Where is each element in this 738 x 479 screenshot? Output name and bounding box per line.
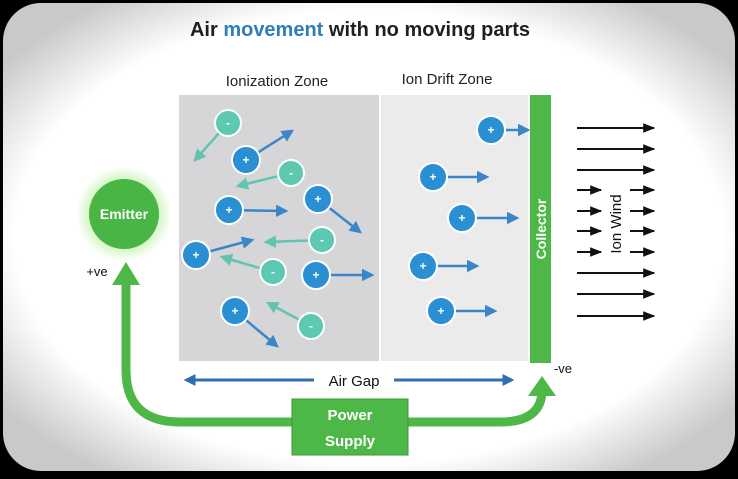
ionization-zone-panel [179, 95, 379, 361]
collector-bar [530, 95, 551, 363]
positive-ion-sign: + [225, 203, 232, 217]
collector-polarity: -ve [554, 361, 572, 376]
wire-arrowhead-collector [528, 376, 556, 396]
emitter-polarity: +ve [86, 264, 107, 279]
positive-ion [408, 251, 438, 281]
positive-ion [301, 260, 331, 290]
negative-ion [259, 258, 287, 286]
positive-ion-sign: + [419, 259, 426, 273]
power-supply-wiring [112, 262, 556, 427]
drift-zone-label: Ion Drift Zone [402, 71, 493, 88]
positive-ion-sign: + [312, 268, 319, 282]
wire-to-emitter [121, 282, 292, 427]
negative-ion-arrow [193, 131, 221, 162]
negative-ion [308, 226, 336, 254]
positive-ion [303, 184, 333, 214]
title-highlight: movement [223, 19, 323, 41]
negative-ion [277, 159, 305, 187]
power-supply-label-line2: Supply [325, 433, 376, 450]
negative-ion-arrow [265, 301, 301, 321]
positive-ion [214, 195, 244, 225]
positive-ion-arrow [209, 236, 255, 253]
positive-ion-sign: + [429, 170, 436, 184]
positive-ion-sign: + [458, 211, 465, 225]
positive-ion-sign: + [437, 304, 444, 318]
positive-ion [447, 203, 477, 233]
positive-ion [220, 296, 250, 326]
emitter-circle [89, 179, 159, 249]
air-gap-label: Air Gap [329, 373, 380, 390]
power-supply-label-line1: Power [327, 407, 372, 424]
diagram-title: Air movement with no moving parts [190, 19, 530, 41]
positive-ion-arrow [328, 206, 362, 234]
positive-ion [476, 115, 506, 145]
positive-ion-sign: + [231, 304, 238, 318]
negative-ion [297, 312, 325, 340]
positive-ion-arrow [242, 204, 289, 218]
negative-ion-arrow [263, 235, 310, 248]
positive-ion [181, 240, 211, 270]
negative-ion-sign: - [226, 116, 230, 130]
air-gap-label-bg [314, 369, 394, 391]
negative-ion-sign: - [271, 265, 275, 279]
ion-wind-arrows [577, 123, 656, 321]
positive-ion-arrow [257, 129, 295, 154]
collector-label: Collector [533, 198, 549, 259]
ion-wind-label: Ion Wind [608, 194, 625, 253]
ionization-zone-label: Ionization Zone [226, 73, 329, 90]
positive-ion-sign: + [192, 248, 199, 262]
positive-ion [426, 296, 456, 326]
negative-ion-arrow [219, 253, 261, 270]
wire-arrowhead-emitter [112, 262, 140, 285]
positive-ion-sign: + [314, 192, 321, 206]
positive-ion-arrow [244, 319, 279, 348]
positive-ion [231, 145, 261, 175]
power-supply-box [291, 398, 409, 456]
emitter-label: Emitter [100, 206, 149, 222]
positive-ion [418, 162, 448, 192]
wire-to-collector [408, 389, 547, 427]
negative-ion-sign: - [289, 166, 293, 180]
negative-ion-sign: - [320, 233, 324, 247]
negative-ion-sign: - [309, 319, 313, 333]
ions-layer: - + - + + + - - + + - + + + + + [181, 109, 531, 348]
negative-ion-arrow [235, 174, 279, 190]
negative-ion [214, 109, 242, 137]
positive-ion-sign: + [487, 123, 494, 137]
positive-ion-sign: + [242, 153, 249, 167]
